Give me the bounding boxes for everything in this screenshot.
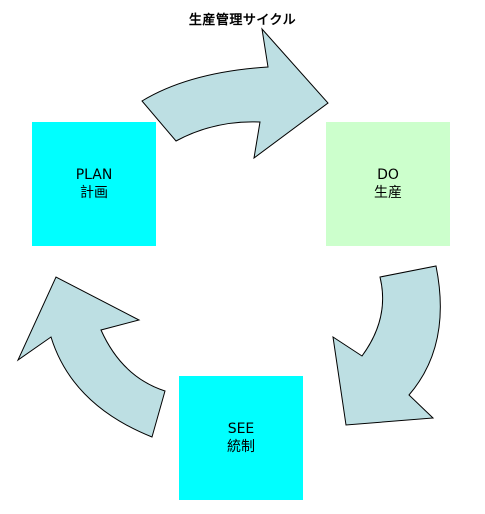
plan-name: PLAN <box>75 167 113 183</box>
do-name: DO <box>377 167 399 183</box>
do-label: 生産 <box>374 185 402 201</box>
plan-box: PLAN 計画 <box>32 122 156 246</box>
do-box: DO 生産 <box>326 122 450 246</box>
see-box: SEE 統制 <box>179 376 303 500</box>
arrow-do-to-see <box>332 265 441 426</box>
see-name: SEE <box>227 421 255 437</box>
diagram-title: 生産管理サイクル <box>188 13 297 28</box>
arrow-see-to-plan <box>16 276 166 438</box>
plan-label: 計画 <box>80 185 108 201</box>
arrow-plan-to-do <box>141 27 329 160</box>
see-label: 統制 <box>227 439 255 455</box>
